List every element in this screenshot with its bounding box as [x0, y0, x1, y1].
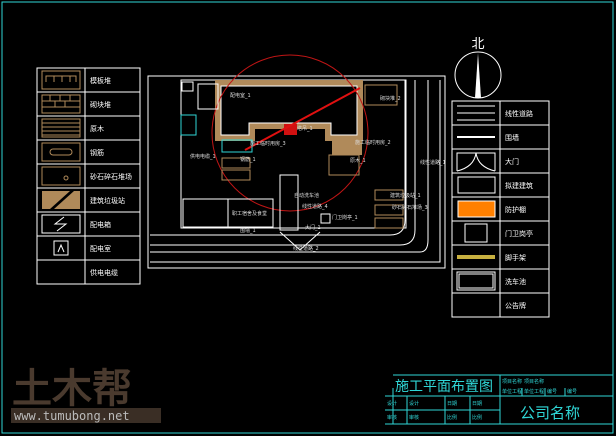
label-tower: 塔吊_1 [297, 125, 313, 132]
rebar-icon [41, 142, 81, 162]
distribution-box-icon [41, 214, 81, 234]
site-plan: 配电室_1 砌块堆_2 塔吊_1 施工临时用房_3 施工临时用房_2 供电电缆_… [147, 54, 446, 269]
legend-label: 砌块堆 [90, 100, 111, 109]
label-cable: 供电电缆_1 [190, 153, 216, 160]
label-road4: 线性道路_4 [302, 203, 328, 210]
drawing-title: 施工平面布置图 [395, 379, 493, 395]
legend-label: 洗车池 [505, 277, 526, 286]
legend-label: 配电箱 [90, 220, 111, 229]
label-waste: 建筑垃圾站_1 [390, 192, 421, 199]
brick-pile-icon [41, 94, 81, 114]
watermark-logo-text: 土木帮 [12, 366, 132, 412]
legend-label: 门卫岗亭 [505, 229, 533, 238]
title-block-cell: 设计 [409, 400, 419, 407]
north-arrow-icon: 北 [454, 37, 502, 99]
title-block-cell: 设计 [387, 400, 397, 407]
title-block-cell: 项目名称 [524, 378, 544, 385]
power-room-icon [53, 240, 69, 256]
label-brick: 砌块堆_2 [380, 95, 401, 102]
legend-label: 防护棚 [505, 205, 526, 214]
planned-building [215, 80, 363, 141]
label-timber: 原木_1 [350, 157, 366, 164]
title-block-cell: 单位工程 [502, 388, 522, 395]
legend-label: 配电室 [90, 244, 111, 253]
tower-crane-radius [211, 54, 369, 212]
watermark-logo: 土木帮 www.tumubong.net [11, 366, 161, 423]
legend-label: 围墙 [505, 133, 519, 142]
tower-crane [284, 124, 297, 135]
label-road1: 线性道路_1 [420, 159, 446, 166]
timber-icon [41, 118, 81, 138]
title-block-cell: 单位工程 [524, 388, 544, 395]
guard-booth-icon [464, 223, 488, 243]
legend-label: 拟建建筑 [505, 181, 533, 190]
gravel-pile-icon [41, 166, 81, 186]
title-block-cell: 日期 [472, 401, 482, 407]
title-block-cell: 编号 [547, 388, 557, 395]
title-block: 施工平面布置图 公司名称 项目名称项目名称单位工程单位工程编号编号设计设计日期日… [385, 374, 613, 425]
legend-label: 公告牌 [505, 301, 526, 310]
watermark-url: www.tumubong.net [14, 409, 130, 423]
label-office: 施工临时用房_3 [250, 140, 286, 147]
label-guard: 门卫岗亭_1 [332, 214, 358, 221]
label-wash: 自动洗车池 [294, 192, 319, 199]
legend-label: 供电电缆 [90, 268, 118, 277]
label-gravel: 砂石碎石堆场_3 [392, 204, 428, 211]
planned-building-icon [457, 176, 496, 194]
label-power-room: 配电室_1 [230, 92, 251, 99]
gate-icon [456, 152, 496, 172]
legend-label: 原木 [90, 124, 104, 133]
label-road2: 线性道路_2 [293, 245, 319, 252]
label-office2: 施工临时用房_2 [355, 139, 391, 146]
label-rebar: 钢筋_1 [240, 156, 256, 163]
title-block-cell: 比例 [447, 414, 457, 421]
legend-label: 建筑垃圾站 [90, 196, 125, 205]
waste-station-icon [42, 191, 80, 209]
title-block-cell: 审核 [387, 414, 397, 421]
legend-label: 脚手架 [505, 253, 526, 262]
north-label: 北 [471, 37, 484, 52]
label-dorm: 职工宿舍及食堂 [232, 210, 267, 217]
protective-shed-icon [457, 200, 496, 218]
linear-road-icon [457, 105, 495, 121]
company-name: 公司名称 [520, 404, 580, 422]
wash-pool-icon [456, 271, 496, 291]
label-gate: 大门_1 [305, 224, 321, 231]
legend-label: 大门 [505, 157, 519, 166]
legend-label: 模板堆 [90, 76, 111, 85]
title-block-cell: 审核 [409, 414, 419, 421]
title-block-cell: 日期 [447, 401, 457, 407]
label-wall: 围墙_1 [240, 227, 256, 234]
scaffold-icon [457, 255, 495, 259]
legend-label: 钢筋 [90, 148, 104, 157]
title-block-cell: 项目名称 [502, 378, 522, 385]
legend-label: 砂石碎石堆场 [90, 172, 132, 181]
legend-label: 线性道路 [505, 109, 533, 118]
formwork-pile-icon [41, 70, 81, 90]
title-block-cell: 比例 [472, 414, 482, 421]
title-block-cell: 编号 [567, 388, 577, 395]
